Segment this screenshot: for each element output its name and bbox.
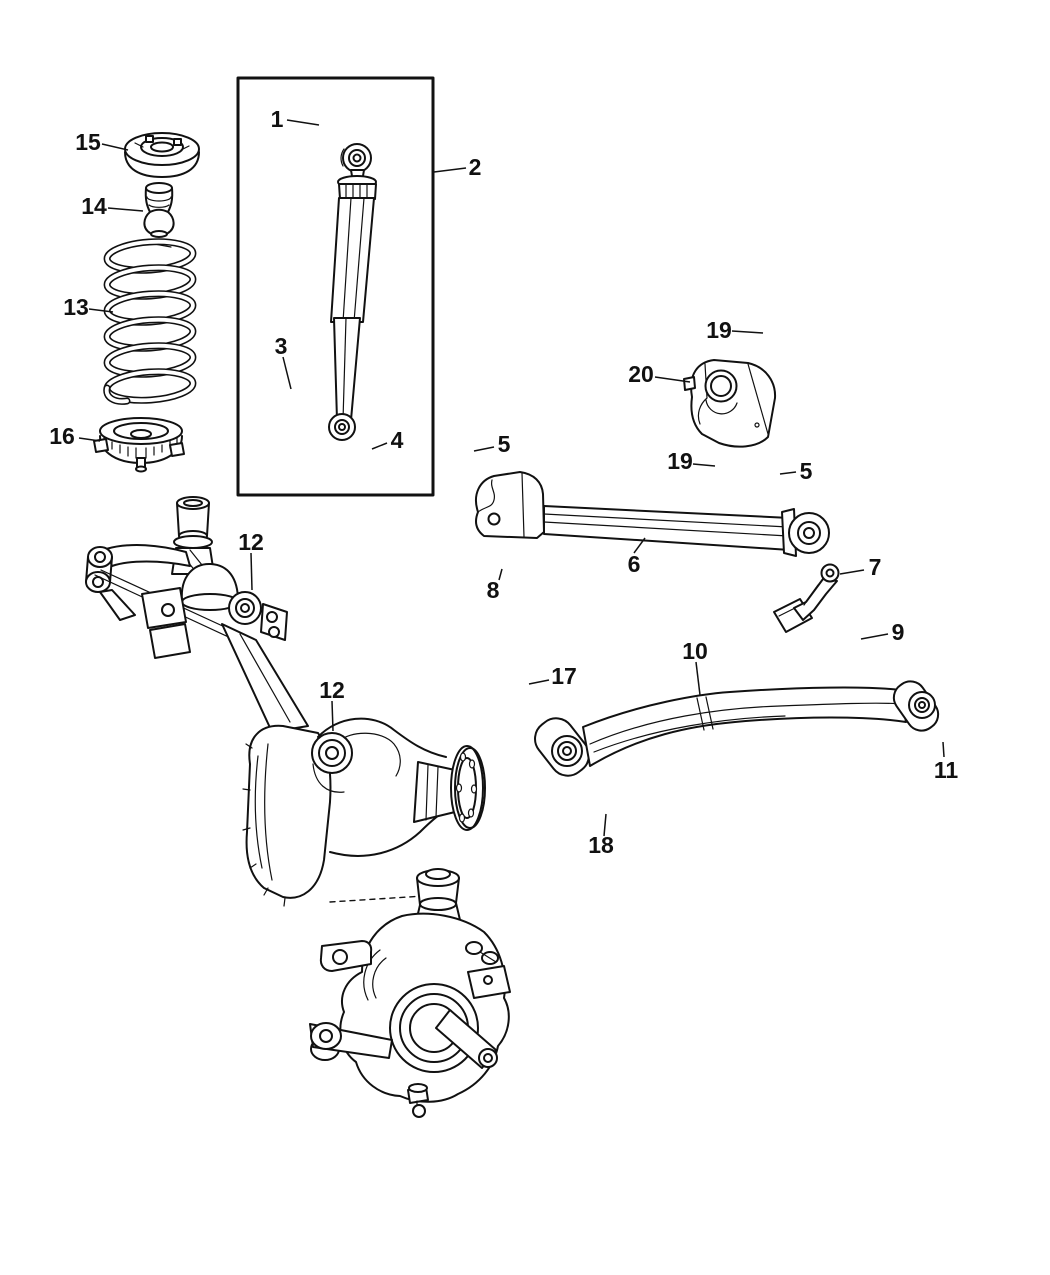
callout-label: 5 [800,458,813,484]
spring-isolator [93,417,185,473]
reference-box [236,76,435,497]
callout-label: 4 [391,427,404,453]
callout-13: 13 [63,294,114,320]
nut-8 [490,547,512,567]
nut-11 [934,721,956,741]
leader-line [692,463,716,467]
callout-label: 5 [498,431,511,457]
leader-line [603,813,607,837]
bolt-5-left [452,440,489,482]
stabilizer-bracket [773,563,840,633]
leader-line [695,661,701,696]
leader-line [371,442,388,450]
callout-10: 10 [682,638,708,696]
leader-line [860,633,889,640]
leader-line [282,356,292,390]
callout-label: 19 [706,317,732,343]
callout-12-lower: 12 [319,677,345,732]
callout-8: 8 [487,568,503,603]
bolt-5-right [758,462,797,503]
callout-1: 1 [271,106,320,132]
callout-label: 17 [551,663,577,689]
callout-label: 6 [628,551,641,577]
screw-19-mid [715,457,728,477]
callout-label: 12 [238,529,264,555]
leader-line [88,308,114,313]
callout-label: 11 [934,757,959,783]
leader-line [331,700,334,732]
callout-label: 18 [588,832,614,858]
bolt-9 [839,622,889,666]
leader-line [779,471,797,475]
leader-line [654,376,691,383]
callout-16: 16 [49,423,101,449]
leader-line [101,143,129,151]
leader-line [731,330,764,334]
callout-5-left: 5 [473,431,511,457]
callout-15: 15 [75,129,129,155]
callout-label: 15 [75,129,101,155]
skid-bracket [683,359,777,448]
coil-spring [103,238,197,405]
callout-label: 20 [628,361,654,387]
callouts-layer: 1 2 3 4 5 5 6 7 [49,106,958,858]
differential-housing [242,717,486,907]
callout-label: 3 [275,333,288,359]
leader-line [839,569,865,575]
shock-absorber [328,143,377,441]
callout-2: 2 [433,154,482,180]
axle-bushing-lower [311,732,353,793]
leader-line [250,552,253,591]
jounce-bumper [143,182,175,238]
callout-14: 14 [81,193,144,219]
spring-upper-seat [124,132,200,178]
callout-18: 18 [588,813,614,858]
callout-20: 20 [628,361,691,387]
steering-knuckle-bottom [309,868,511,1118]
callout-label: 14 [81,193,107,219]
leader-line [78,437,101,442]
lower-control-arm [534,680,940,777]
leader-line [473,446,495,452]
leader-line [286,119,320,126]
front-axle-assembly [85,496,511,1118]
callout-19-top: 19 [706,317,764,343]
callout-label: 1 [271,106,284,132]
callout-label: 8 [487,577,500,603]
callout-label: 13 [63,294,89,320]
callout-label: 10 [682,638,708,664]
callout-3: 3 [275,333,292,390]
shock-lower-bolt [283,383,319,419]
callout-label: 12 [319,677,345,703]
leader-line [433,167,467,173]
upper-control-arm [475,471,830,557]
callout-4: 4 [371,427,404,453]
leader-line [528,679,550,685]
leader-line [633,537,646,554]
leader-line [107,207,144,212]
callout-label: 9 [892,619,905,645]
leader-line [498,568,503,581]
callout-5-right: 5 [779,458,813,484]
callout-11: 11 [934,741,959,783]
callout-label: 19 [667,448,693,474]
nut-18 [595,793,617,813]
leader-line [942,741,945,758]
callout-label: 7 [869,554,882,580]
shock-nut [350,439,372,459]
axle-bushing-upper [228,591,262,625]
callout-6: 6 [628,537,646,577]
callout-7: 7 [839,554,882,580]
shock-upper-bolt [314,113,351,148]
callout-label: 16 [49,423,75,449]
callout-9: 9 [860,619,905,645]
callout-17: 17 [528,663,577,689]
screw-19-top [762,324,777,346]
callout-19-mid: 19 [667,448,716,474]
bolt-17 [502,658,546,708]
callout-12-upper: 12 [238,529,264,591]
callout-label: 2 [469,154,482,180]
steering-knuckle-left [85,496,309,733]
